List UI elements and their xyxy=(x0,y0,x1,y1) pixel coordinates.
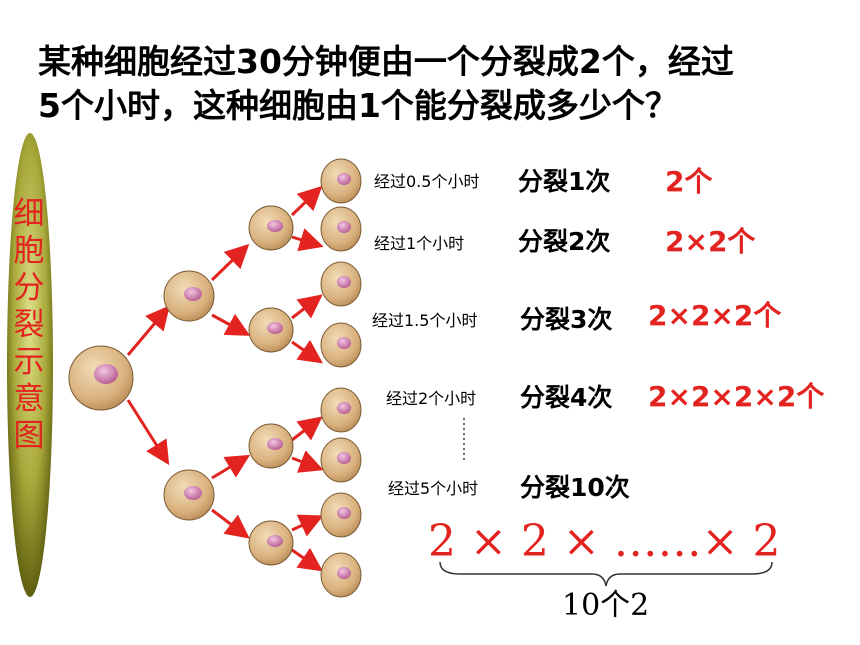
row-1-count: 2个 xyxy=(665,165,713,198)
product-expression: 2 × 2 × ……× 2 xyxy=(428,516,781,567)
row-4-split: 分裂4次 xyxy=(520,383,613,412)
row-3-count: 2×2×2个 xyxy=(648,299,782,332)
arrow xyxy=(126,305,170,356)
arrow xyxy=(291,339,323,364)
row-3-time: 经过1.5个小时 xyxy=(372,311,478,330)
side-label-char: 图 xyxy=(13,418,45,454)
arrow xyxy=(291,228,324,252)
arrow xyxy=(211,313,251,336)
underbrace xyxy=(439,561,773,587)
side-label-char: 意 xyxy=(13,381,45,417)
row-5-time: 经过5个小时 xyxy=(388,479,479,498)
arrow xyxy=(291,294,323,320)
side-label-char: 分 xyxy=(13,270,45,306)
cell-generation-2 xyxy=(248,205,294,566)
arrow xyxy=(291,450,324,473)
side-ellipse xyxy=(7,133,53,597)
division-arrows xyxy=(126,185,324,572)
row-4-time: 经过2个小时 xyxy=(386,389,477,408)
cell-generation-0 xyxy=(68,345,134,411)
row-1-split: 分裂1次 xyxy=(518,167,611,196)
arrow xyxy=(291,416,323,442)
arrow xyxy=(290,185,323,217)
arrow xyxy=(126,399,170,466)
row-2-split: 分裂2次 xyxy=(518,227,611,256)
row-2-count: 2×2个 xyxy=(665,225,756,258)
side-label: 细 胞 分 裂 示 意 图 xyxy=(12,196,46,455)
side-label-char: 示 xyxy=(13,344,45,380)
title-line-2: 5个小时，这种细胞由1个能分裂成多少个？ xyxy=(38,86,678,125)
row-1-time: 经过0.5个小时 xyxy=(374,172,480,191)
arrow xyxy=(211,454,251,480)
brace-label: 10个2 xyxy=(562,588,650,623)
arrow xyxy=(291,547,323,572)
title-line-1: 某种细胞经过30分钟便由一个分裂成2个，经过 xyxy=(38,42,734,81)
row-2-time: 经过1个小时 xyxy=(374,234,465,253)
cell-generation-1 xyxy=(163,270,215,521)
arrow xyxy=(211,508,250,539)
side-label-char: 裂 xyxy=(13,307,45,343)
cell-generation-3 xyxy=(320,158,362,598)
row-5-split: 分裂10次 xyxy=(520,473,630,502)
row-3-split: 分裂3次 xyxy=(520,305,613,334)
side-label-char: 细 xyxy=(13,196,45,232)
side-label-char: 胞 xyxy=(13,233,45,269)
arrow xyxy=(291,514,324,537)
cells xyxy=(68,158,362,598)
row-4-count: 2×2×2×2个 xyxy=(648,380,825,413)
arrow xyxy=(210,243,250,282)
